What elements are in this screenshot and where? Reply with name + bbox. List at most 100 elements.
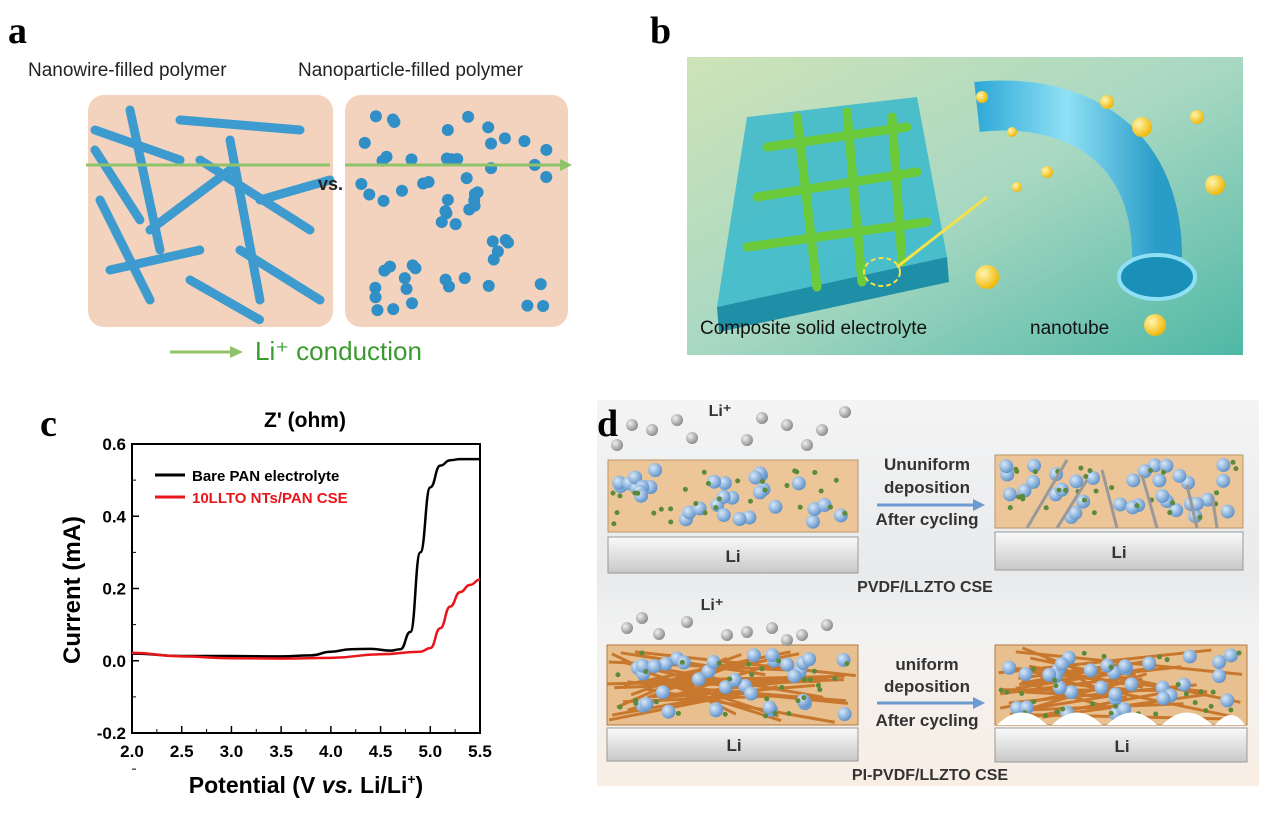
salt-dot bbox=[1043, 713, 1049, 719]
li-ion-icon bbox=[766, 622, 778, 634]
nanoparticle bbox=[486, 235, 499, 248]
llzto-particle bbox=[1172, 468, 1187, 483]
x-tick-label: 3.0 bbox=[220, 742, 244, 761]
salt-dot bbox=[1148, 467, 1154, 473]
salt-dot bbox=[1020, 496, 1026, 502]
salt-dot bbox=[1228, 707, 1234, 713]
anode-label: Li bbox=[1114, 737, 1129, 756]
nanoparticle bbox=[417, 177, 430, 190]
salt-dot bbox=[1108, 664, 1114, 670]
uniform-deposits bbox=[997, 712, 1245, 725]
salt-dot bbox=[654, 699, 660, 705]
panel-d-label: d bbox=[597, 403, 619, 445]
li-ion-icon bbox=[796, 629, 808, 641]
llzto-particle bbox=[1054, 482, 1069, 497]
llzto-particle bbox=[1169, 503, 1184, 518]
salt-dot bbox=[1063, 487, 1069, 493]
salt-dot bbox=[1083, 474, 1089, 480]
salt-dot bbox=[617, 493, 623, 499]
llzto-particle bbox=[708, 703, 723, 718]
salt-dot bbox=[675, 710, 681, 716]
salt-dot bbox=[615, 672, 621, 678]
salt-dot bbox=[1183, 691, 1189, 697]
salt-dot bbox=[776, 658, 782, 664]
llzto-particle bbox=[1212, 655, 1227, 670]
nanoparticle bbox=[462, 110, 475, 123]
composite-caption: Composite solid electrolyte bbox=[700, 318, 928, 339]
nanoparticle bbox=[369, 281, 382, 294]
llzto-particle bbox=[612, 475, 627, 490]
llzto-particle bbox=[1156, 691, 1171, 706]
salt-dot bbox=[795, 698, 801, 704]
slab-edge bbox=[717, 257, 949, 332]
top-arrow-line3: After cycling bbox=[876, 510, 979, 529]
llzto-particle bbox=[1026, 474, 1041, 489]
nanoparticle bbox=[442, 280, 455, 293]
li-ion-icon bbox=[1100, 95, 1114, 109]
plot-frame bbox=[131, 443, 481, 734]
llzto-particle bbox=[817, 497, 832, 512]
llzto-particle bbox=[748, 470, 763, 485]
li-ion-icon bbox=[975, 265, 999, 289]
salt-dot bbox=[701, 469, 707, 475]
arrowhead-icon bbox=[560, 159, 572, 171]
salt-dot bbox=[1203, 708, 1209, 714]
nanowire bbox=[95, 195, 155, 305]
salt-dot bbox=[1175, 681, 1181, 687]
salt-dot bbox=[617, 704, 623, 710]
nanoparticle bbox=[355, 177, 368, 190]
salt-dot bbox=[611, 521, 617, 527]
nanoparticle bbox=[521, 299, 534, 312]
x-tick-label: 5.0 bbox=[418, 742, 442, 761]
nanoparticle bbox=[369, 291, 382, 304]
nanotube-network bbox=[742, 107, 932, 292]
panel-c-label: c bbox=[40, 403, 57, 445]
panel-b-label: b bbox=[650, 10, 672, 52]
nanoparticle bbox=[369, 110, 382, 123]
salt-dot bbox=[633, 700, 639, 706]
salt-dot bbox=[1019, 690, 1025, 696]
nanoparticle bbox=[458, 272, 471, 285]
salt-dot bbox=[1078, 465, 1084, 471]
llzto-particle bbox=[1113, 497, 1128, 512]
series-line-0 bbox=[131, 457, 480, 658]
nanoparticle bbox=[540, 170, 553, 183]
llzto-particle bbox=[1054, 656, 1069, 671]
nanowire-title: Nanowire-filled polymer bbox=[28, 60, 227, 81]
salt-dot bbox=[1016, 494, 1022, 500]
salt-dot bbox=[682, 486, 688, 492]
nanoparticle bbox=[377, 194, 390, 207]
llzto-particle bbox=[1017, 483, 1032, 498]
salt-dot bbox=[668, 506, 674, 512]
salt-dot bbox=[759, 666, 765, 672]
llzto-particle bbox=[1212, 668, 1227, 683]
llzto-particle bbox=[744, 686, 759, 701]
nanowire bbox=[225, 135, 265, 305]
li-ion-label-top: Li⁺ bbox=[709, 403, 732, 420]
salt-dot bbox=[639, 650, 645, 656]
top-caption: PVDF/LLZTO CSE bbox=[857, 579, 993, 596]
nanoparticle bbox=[441, 124, 454, 137]
llzto-particle bbox=[765, 648, 780, 663]
salt-dot bbox=[1214, 490, 1220, 496]
li-ion-label-bottom: Li⁺ bbox=[701, 597, 724, 614]
salt-dot bbox=[998, 687, 1004, 693]
salt-dot bbox=[1060, 706, 1066, 712]
salt-dot bbox=[801, 695, 807, 701]
llzto-particle bbox=[1124, 677, 1139, 692]
salt-dot bbox=[833, 477, 839, 483]
nanoparticle bbox=[439, 205, 452, 218]
nanowire bbox=[235, 245, 325, 305]
bottom-arrow-line2: deposition bbox=[884, 677, 970, 696]
salt-dot bbox=[764, 696, 770, 702]
nanoparticle bbox=[449, 218, 462, 231]
chart-title: Z' (ohm) bbox=[264, 409, 346, 432]
anode-label: Li bbox=[726, 736, 741, 755]
nanoparticle bbox=[378, 264, 391, 277]
nanoparticle bbox=[499, 234, 512, 247]
nanoparticles bbox=[355, 110, 553, 317]
llzto-particle bbox=[1118, 659, 1133, 674]
salt-dot bbox=[1053, 683, 1059, 689]
salt-dot bbox=[1208, 703, 1214, 709]
nanotube-caption: nanotube bbox=[1030, 318, 1110, 339]
